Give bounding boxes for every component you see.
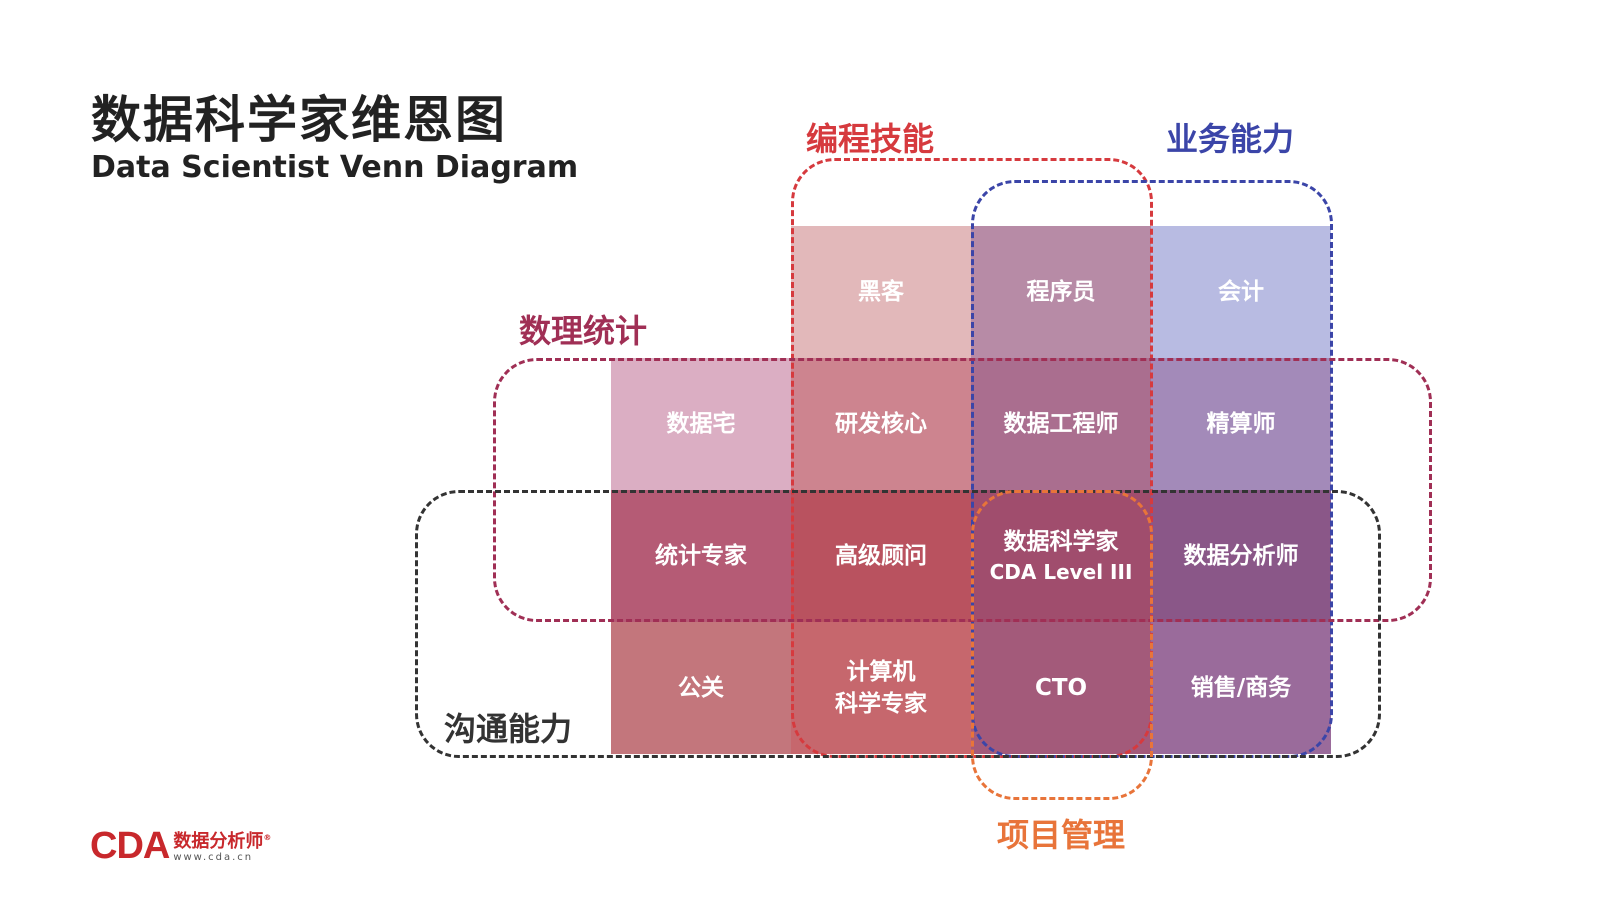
cell-label-line2: 科学专家 bbox=[835, 691, 927, 717]
cell-label: 销售/商务 bbox=[1190, 675, 1292, 701]
cell-label: 黑客 bbox=[858, 279, 904, 305]
cell-actuary: 精算师 bbox=[1151, 358, 1331, 490]
cell-computer-scientist: 计算机 科学专家 bbox=[791, 622, 971, 754]
page-title: 数据科学家维恩图 bbox=[91, 91, 507, 149]
logo-text: 数据分析师® www.cda.cn bbox=[173, 828, 271, 864]
programming-set-label: 编程技能 bbox=[806, 120, 935, 158]
communication-set-label: 沟通能力 bbox=[444, 710, 573, 748]
cell-senior-consultant: 高级顾问 bbox=[791, 490, 971, 622]
cell-sublabel: CDA Level III bbox=[989, 560, 1133, 584]
cell-label: 数据工程师 bbox=[1003, 411, 1119, 437]
business-set-label: 业务能力 bbox=[1166, 120, 1295, 158]
project-mgmt-set-label: 项目管理 bbox=[997, 816, 1126, 854]
cell-data-scientist: 数据科学家 CDA Level III bbox=[971, 490, 1151, 622]
logo-name-text: 数据分析师 bbox=[173, 831, 264, 852]
cell-accountant: 会计 bbox=[1151, 226, 1331, 358]
cell-label: 研发核心 bbox=[835, 411, 927, 437]
logo-mark: CDA bbox=[90, 825, 170, 867]
page-subtitle: Data Scientist Venn Diagram bbox=[91, 150, 579, 185]
cell-cto: CTO bbox=[971, 622, 1151, 754]
cell-dev-core: 研发核心 bbox=[791, 358, 971, 490]
logo-registered: ® bbox=[263, 833, 272, 842]
cell-label: 公关 bbox=[678, 675, 724, 701]
cell-label-line1: 计算机 bbox=[846, 659, 916, 685]
cell-label: 统计专家 bbox=[655, 543, 747, 569]
logo-url: www.cda.cn bbox=[173, 852, 254, 863]
cell-label: 数据分析师 bbox=[1183, 543, 1299, 569]
cell-hacker: 黑客 bbox=[791, 226, 971, 358]
cda-logo: CDA 数据分析师® www.cda.cn bbox=[90, 827, 271, 865]
cell-pr: 公关 bbox=[611, 622, 791, 754]
cell-data-analyst: 数据分析师 bbox=[1151, 490, 1331, 622]
cell-label: 会计 bbox=[1218, 279, 1264, 305]
cell-label: CTO bbox=[1034, 675, 1088, 701]
cell-sales: 销售/商务 bbox=[1151, 622, 1331, 754]
cell-label: 高级顾问 bbox=[835, 543, 927, 569]
cell-programmer: 程序员 bbox=[971, 226, 1151, 358]
math-stats-set-label: 数理统计 bbox=[519, 312, 648, 350]
logo-name: 数据分析师® bbox=[173, 828, 271, 852]
cell-label: 数据宅 bbox=[666, 411, 736, 437]
cell-statistician: 统计专家 bbox=[611, 490, 791, 622]
cell-data-nerd: 数据宅 bbox=[611, 358, 791, 490]
cell-label: 程序员 bbox=[1026, 279, 1096, 305]
cell-label: 数据科学家 bbox=[1003, 529, 1119, 555]
cell-data-engineer: 数据工程师 bbox=[971, 358, 1151, 490]
cell-label: 精算师 bbox=[1206, 411, 1276, 437]
